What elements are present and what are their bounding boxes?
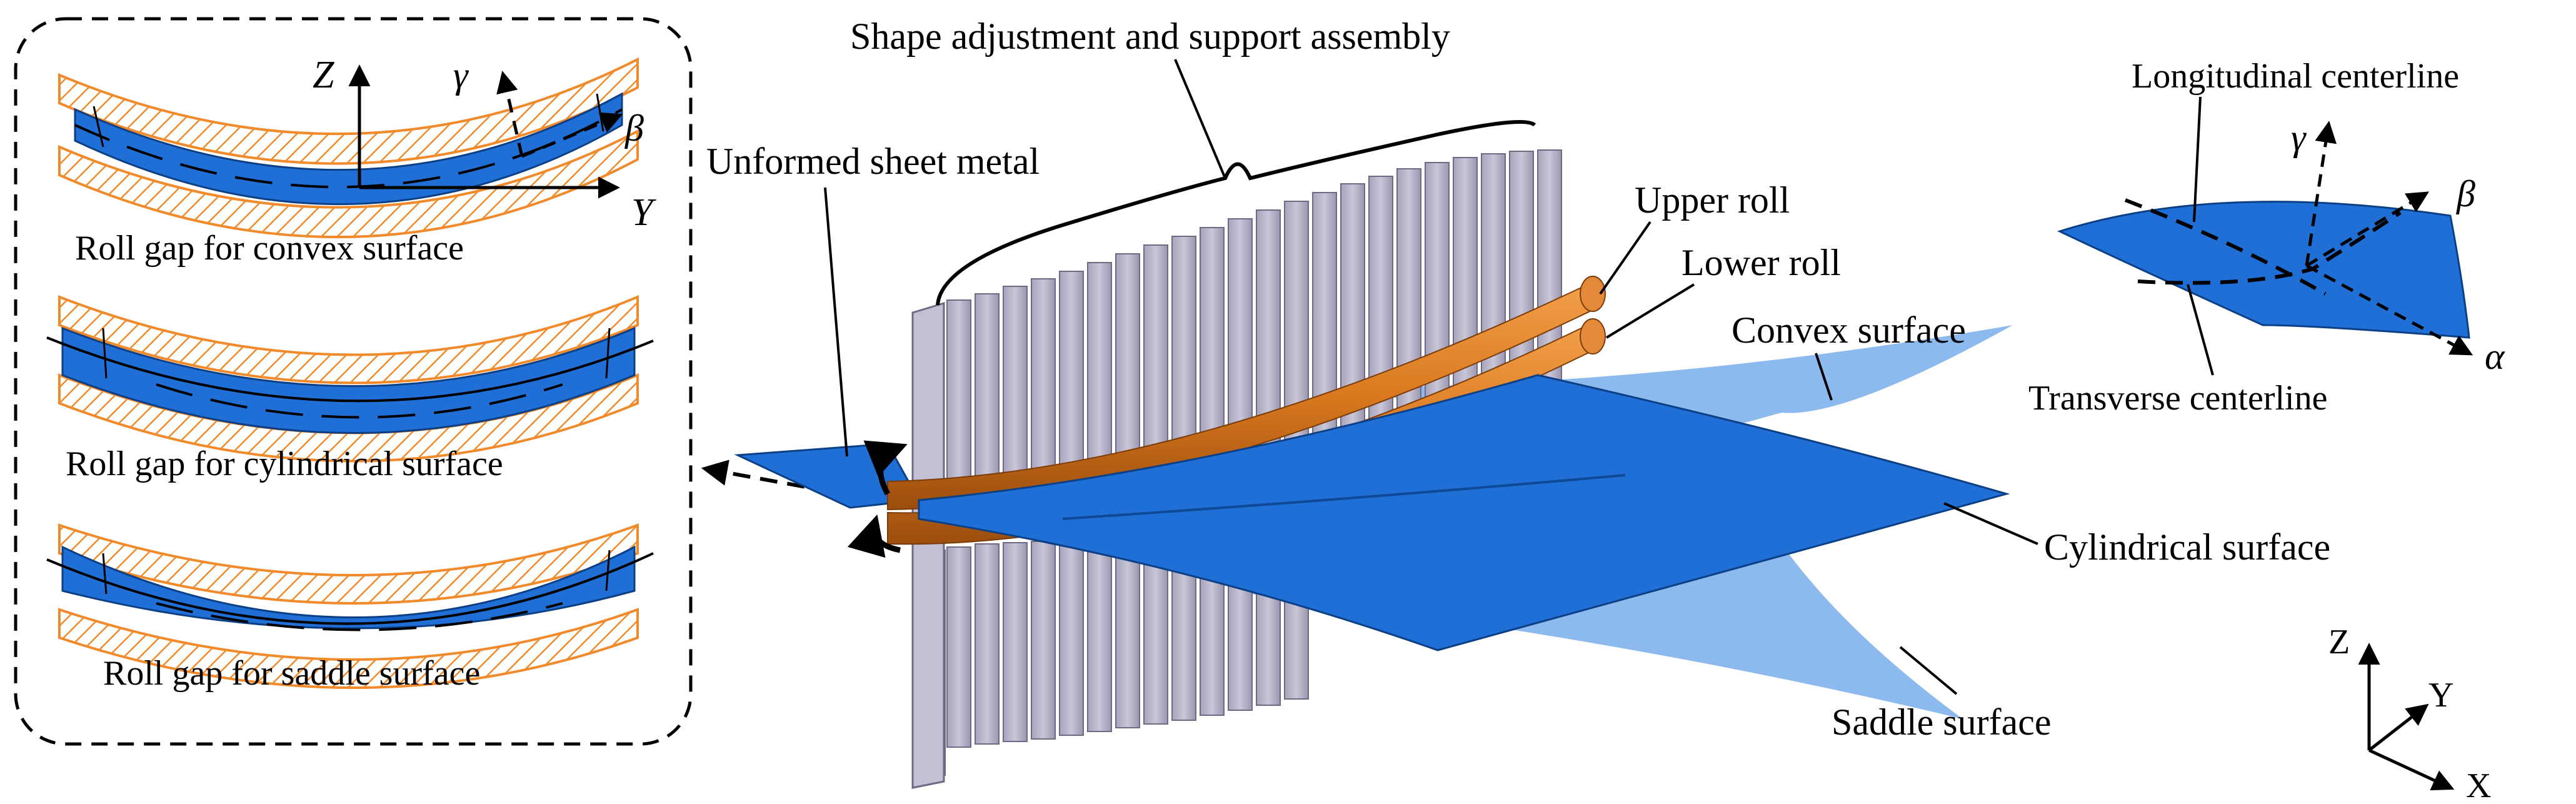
surface-axis-beta: β xyxy=(2456,173,2475,214)
triad-axis-x: X xyxy=(2466,766,2491,804)
upper-roll-label: Upper roll xyxy=(1635,179,1790,221)
surface-alpha-axis xyxy=(2305,264,2473,356)
transverse-centerline-label: Transverse centerline xyxy=(2028,379,2327,418)
cylindrical-surface-shape xyxy=(918,374,2010,651)
surface-beta-axis xyxy=(2305,191,2429,268)
inset-dashed-border xyxy=(14,17,693,746)
longitudinal-centerline xyxy=(2124,198,2327,296)
triad-axis-z: Z xyxy=(2328,623,2350,661)
inset-axis-y: Y xyxy=(631,191,656,234)
saddle-leader xyxy=(1899,646,1958,695)
surface-centerline-inset: γ β α Longitudinal centerline Transverse… xyxy=(2028,57,2505,418)
convex-coordinate-axes: Z γ β Y xyxy=(313,54,656,234)
assembly-brace xyxy=(936,120,1536,306)
unformed-leader xyxy=(824,187,848,457)
surface-axis-gamma: γ xyxy=(2291,117,2307,158)
assembly-label: Shape adjustment and support assembly xyxy=(850,16,1450,57)
lower-roll-end xyxy=(1580,318,1606,354)
lower-roll-rotation-arrow xyxy=(847,514,901,558)
transverse-centerline xyxy=(2137,211,2402,285)
roll-gap-inset: Z γ β Y Roll gap for convex surface Roll… xyxy=(14,17,693,746)
roll-gap-cylindrical-label: Roll gap for cylindrical surface xyxy=(66,445,503,483)
transverse-leader xyxy=(2187,284,2214,376)
inset-axis-beta: β xyxy=(624,108,644,149)
lower-roll-label: Lower roll xyxy=(1681,242,1841,283)
triad-axis-y: Y xyxy=(2428,676,2453,715)
front-side-plate xyxy=(911,301,945,789)
inset-axis-gamma: γ xyxy=(453,54,469,96)
roll-gap-cylindrical-drawing xyxy=(46,295,654,463)
surface-axis-alpha: α xyxy=(2485,336,2505,377)
roll-gap-convex-drawing xyxy=(58,57,639,239)
saddle-surface-label: Saddle surface xyxy=(1832,701,2052,743)
roll-gap-saddle-drawing xyxy=(46,523,654,689)
roll-gap-convex-label: Roll gap for convex surface xyxy=(75,229,464,268)
upper-roll-rotation-arrow xyxy=(863,440,908,496)
convex-surface-label: Convex surface xyxy=(1732,309,1966,351)
cylindrical-surface-label: Cylindrical surface xyxy=(2044,526,2330,568)
unformed-sheet-label: Unformed sheet metal xyxy=(706,141,1040,182)
cylindrical-leader xyxy=(1943,502,2038,545)
surface-gamma-axis xyxy=(2305,121,2337,266)
lower-roll-leader xyxy=(1605,283,1695,339)
surface-patch xyxy=(2057,201,2470,339)
global-axes-triad: Z Y X xyxy=(2328,623,2491,804)
upper-plate-stack xyxy=(946,149,1562,488)
longitudinal-leader xyxy=(2193,96,2202,223)
roll-gap-saddle-label: Roll gap for saddle surface xyxy=(103,654,480,693)
upper-roll-leader xyxy=(1599,221,1651,295)
inset-axis-z: Z xyxy=(313,54,334,96)
forming-machine: Shape adjustment and support assembly Un… xyxy=(701,16,2330,789)
convex-leader xyxy=(1815,353,1833,401)
upper-roll-end xyxy=(1580,276,1606,312)
longitudinal-centerline-label: Longitudinal centerline xyxy=(2132,57,2459,96)
assembly-leader xyxy=(1174,59,1226,179)
